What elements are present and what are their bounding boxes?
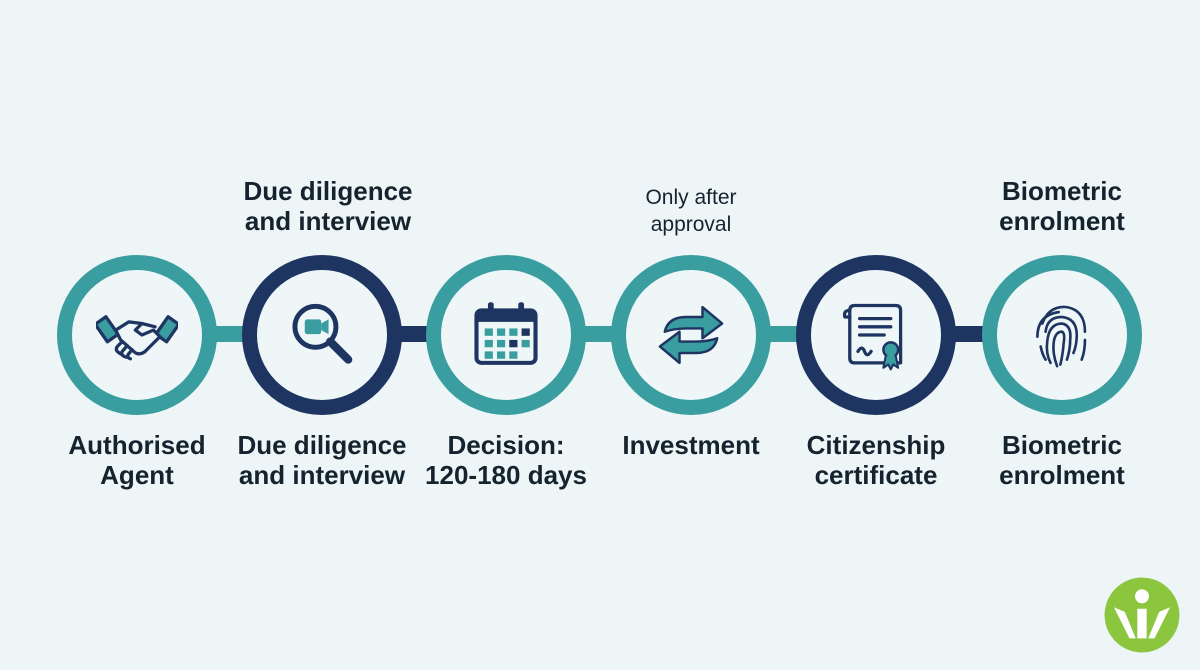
calendar-icon — [474, 302, 538, 365]
step-biometric-enrolment — [982, 255, 1142, 415]
top-label-biometric-enrolment: Biometric enrolment — [999, 176, 1125, 236]
certificate-icon — [842, 303, 903, 371]
step-label-investment: Investment — [622, 430, 760, 460]
step-label-due-diligence: Due diligence and interview — [237, 430, 407, 490]
handshake-icon — [96, 315, 178, 361]
note-investment: Only after approval — [645, 186, 737, 236]
exchange-arrows-icon — [658, 305, 724, 365]
magnifier-video-icon — [292, 303, 353, 364]
top-label-due-diligence: Due diligence and interview — [243, 176, 413, 236]
step-due-diligence — [242, 255, 402, 415]
step-decision — [426, 255, 586, 415]
fingerprint-icon — [1036, 305, 1087, 368]
step-authorised-agent — [57, 255, 217, 415]
step-citizenship-certificate — [796, 255, 956, 415]
step-label-authorised-agent: Authorised Agent — [68, 430, 206, 490]
brand-logo-icon — [1104, 577, 1180, 653]
step-investment — [611, 255, 771, 415]
step-label-decision: Decision: 120-180 days — [425, 430, 587, 490]
step-label-citizenship-certificate: Citizenship certificate — [806, 430, 946, 490]
step-label-biometric-enrolment: Biometric enrolment — [999, 430, 1125, 490]
